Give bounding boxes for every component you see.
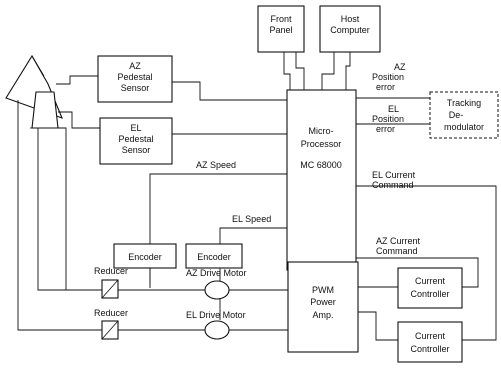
reducer-top-label: Reducer <box>94 266 128 276</box>
el-position-error-label-line1: EL <box>388 104 399 114</box>
el-drive-motor-icon <box>204 320 230 340</box>
az-pedestal-sensor-label-line2: Pedestal <box>117 72 152 82</box>
current-controller-bottom-label-line1: Current <box>415 331 446 341</box>
el-current-command-label-line2: Command <box>372 180 414 190</box>
antenna-dish-icon <box>5 54 63 129</box>
az-drive-motor-label: AZ Drive Motor <box>186 268 247 278</box>
az-position-error-label-line1: AZ <box>394 62 406 72</box>
pwm-label-line1: PWM <box>312 285 334 295</box>
el-pedestal-sensor-label-line3: Sensor <box>122 145 151 155</box>
current-controller-top-label-line1: Current <box>415 276 446 286</box>
az-pedestal-sensor-block: AZ Pedestal Sensor <box>97 55 173 103</box>
el-position-error-label-line3: error <box>376 124 395 134</box>
el-pedestal-sensor-block: EL Pedestal Sensor <box>99 117 173 165</box>
reducer-bottom-block <box>101 320 119 340</box>
pwm-label-line3: Amp. <box>312 310 333 320</box>
el-pedestal-sensor-label-line1: EL <box>130 123 141 133</box>
encoder-right-label: Encoder <box>197 252 231 262</box>
az-drive-motor-icon <box>204 280 230 300</box>
microprocessor-label-line3: MC 68000 <box>300 160 342 170</box>
reducer-top-block <box>101 279 119 299</box>
microprocessor-block: Micro- Processor MC 68000 <box>286 89 357 271</box>
tracking-demodulator-label-line2: De- <box>449 110 464 120</box>
front-panel-label-line2: Panel <box>269 25 292 35</box>
host-computer-label-line1: Host <box>341 14 360 24</box>
tracking-demodulator-label-line1: Tracking <box>447 98 481 108</box>
pwm-label-line2: Power <box>310 297 336 307</box>
current-controller-bottom-label-line2: Controller <box>410 344 449 354</box>
host-computer-block: Host Computer <box>319 5 381 53</box>
encoder-left-label: Encoder <box>128 252 162 262</box>
reducer-bottom-label: Reducer <box>94 308 128 318</box>
el-speed-label: EL Speed <box>232 214 271 224</box>
tracking-demodulator-block: Tracking De- modulator <box>429 91 499 139</box>
az-pedestal-sensor-label-line1: AZ <box>129 61 141 71</box>
el-position-error-label-line2: Position <box>372 114 404 124</box>
front-panel-label-line1: Front <box>270 14 292 24</box>
current-controller-top-label-line2: Controller <box>410 289 449 299</box>
front-panel-block: Front Panel <box>257 5 305 53</box>
encoder-left-block: Encoder <box>113 243 177 269</box>
el-pedestal-sensor-label-line2: Pedestal <box>118 134 153 144</box>
el-current-command-label-line1: EL Current <box>372 170 416 180</box>
encoder-right-block: Encoder <box>185 243 243 269</box>
az-speed-label: AZ Speed <box>196 160 236 170</box>
host-computer-label-line2: Computer <box>330 25 370 35</box>
signal-wires <box>17 52 497 341</box>
current-controller-bottom-block: Current Controller <box>397 321 463 363</box>
pwm-power-amp-block: PWM Power Amp. <box>287 261 359 353</box>
microprocessor-label-line1: Micro- <box>309 126 334 136</box>
tracking-demodulator-label-line3: modulator <box>444 122 484 132</box>
az-current-command-label-line2: Command <box>376 246 418 256</box>
az-position-error-label-line3: error <box>376 82 395 92</box>
az-current-command-label-line1: AZ Current <box>376 236 421 246</box>
current-controller-top-block: Current Controller <box>397 267 463 309</box>
az-position-error-label-line2: Position <box>372 72 404 82</box>
el-drive-motor-label: EL Drive Motor <box>186 310 246 320</box>
az-pedestal-sensor-label-line3: Sensor <box>121 83 150 93</box>
microprocessor-label-line2: Processor <box>301 139 342 149</box>
